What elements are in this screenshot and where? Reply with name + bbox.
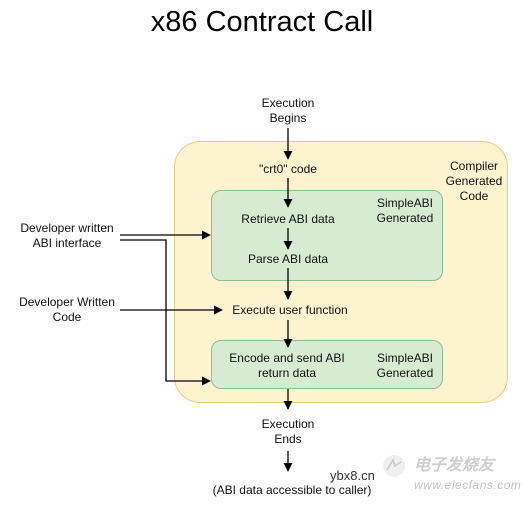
retrieve-abi-label: Retrieve ABI data [241, 212, 335, 226]
watermark-url-text: www.elecfans.com [414, 478, 522, 492]
abi-accessible-label: (ABI data accessible to caller) [212, 483, 372, 497]
execute-user-function-label: Execute user function [232, 303, 348, 317]
simpleabi-generated-top-label: SimpleABI Generated [376, 196, 434, 225]
developer-code-label: Developer Written Code [19, 295, 115, 324]
execution-begins-label: Execution Begins [261, 96, 315, 125]
developer-abi-interface-label: Developer written ABI interface [20, 221, 114, 250]
watermark-brand-text: 电子发烧友 [414, 457, 495, 474]
compiler-generated-label: Compiler Generated Code [445, 159, 503, 203]
simpleabi-top-box [211, 190, 443, 281]
crt0-code-label: "crt0" code [259, 162, 317, 176]
watermark-logo-icon [383, 455, 405, 477]
execution-ends-label: Execution Ends [261, 417, 315, 446]
simpleabi-generated-bottom-label: SimpleABI Generated [376, 351, 434, 380]
watermark-site-text: ybx8.cn [330, 468, 375, 483]
simpleabi-bottom-box [211, 340, 443, 389]
parse-abi-label: Parse ABI data [247, 252, 329, 266]
encode-send-label: Encode and send ABI return data [229, 351, 345, 380]
diagram-title: x86 Contract Call [150, 6, 374, 38]
